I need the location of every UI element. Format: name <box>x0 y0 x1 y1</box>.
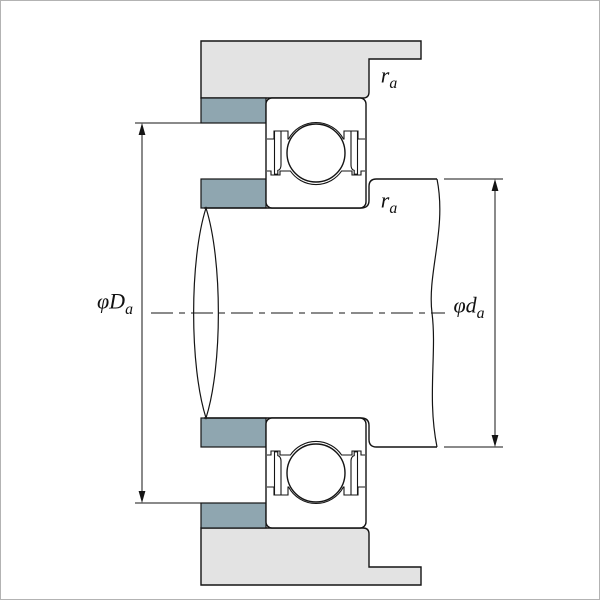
shield-right <box>350 130 359 175</box>
shaft-outline-bottom-step <box>204 417 437 448</box>
label-ra-shaft-text: r <box>380 187 390 213</box>
bearing-section-top <box>265 97 367 209</box>
label-ra-shaft-subscript: a <box>389 199 398 217</box>
label-phi-Da-text: φD <box>97 288 126 314</box>
arrow-up-icon <box>138 123 146 135</box>
label-phi-Da: φDa <box>95 288 135 318</box>
ball <box>286 123 346 183</box>
shaft-outline-top-step <box>204 178 437 209</box>
arrow-up-icon <box>491 179 499 191</box>
dimension-Da <box>135 122 201 504</box>
dimension-da <box>444 178 503 448</box>
label-phi-da-text: φd <box>453 292 477 318</box>
arrow-down-icon <box>138 491 146 503</box>
label-phi-Da-subscript: a <box>125 300 133 318</box>
label-ra-housing-subscript: a <box>389 74 398 92</box>
shaft-abutment-block-top <box>200 178 267 209</box>
outer-ring-raceway <box>267 122 365 140</box>
label-ra-housing: ra <box>378 62 400 92</box>
label-ra-housing-text: r <box>380 62 390 88</box>
shaft-abutment-block-bottom <box>200 417 267 448</box>
housing-abutment-block-top <box>200 97 267 124</box>
arrow-down-icon <box>491 435 499 447</box>
label-phi-da: φda <box>451 292 487 322</box>
housing-abutment-block-bottom <box>200 502 267 529</box>
label-phi-da-subscript: a <box>476 304 485 322</box>
shield-left <box>273 130 282 175</box>
inner-ring-raceway <box>267 170 365 185</box>
housing-section-bottom <box>200 527 422 586</box>
bearing-section-bottom <box>265 417 367 529</box>
label-ra-shaft: ra <box>378 187 400 217</box>
